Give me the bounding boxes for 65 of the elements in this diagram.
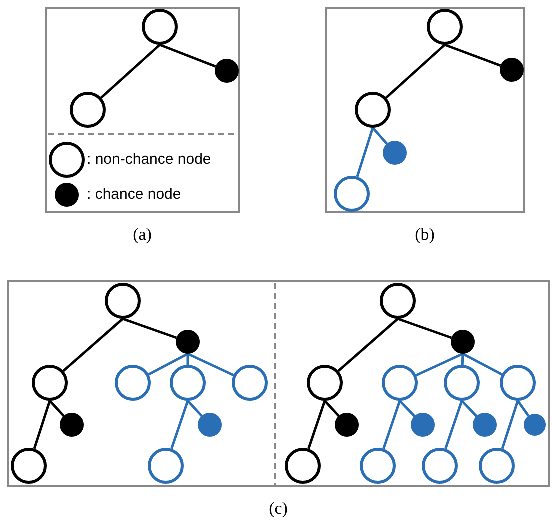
tree-edge bbox=[372, 127, 388, 145]
tree-edge bbox=[100, 44, 161, 99]
tree-edge bbox=[501, 400, 520, 450]
tree-node bbox=[500, 365, 536, 401]
legend-text: : non-chance node bbox=[87, 151, 212, 169]
tree-edge bbox=[386, 44, 446, 99]
tree-edge bbox=[416, 352, 464, 377]
tree-edge bbox=[356, 128, 374, 178]
tree-node bbox=[479, 448, 515, 484]
tree-node bbox=[355, 92, 391, 128]
tree-edge bbox=[444, 44, 502, 67]
tree-node bbox=[170, 365, 206, 401]
tree-edge bbox=[308, 400, 326, 450]
chance-node bbox=[524, 414, 546, 436]
chance-node bbox=[215, 59, 239, 83]
tree-edge bbox=[399, 400, 416, 418]
chance-node bbox=[176, 330, 200, 354]
tree-node bbox=[444, 365, 480, 401]
tree-edge bbox=[444, 400, 464, 450]
tree-edge bbox=[186, 354, 190, 365]
tree-edge bbox=[324, 400, 340, 417]
tree-edge bbox=[49, 400, 65, 417]
tree-node bbox=[115, 365, 151, 401]
chance-node bbox=[383, 141, 407, 165]
tree-node bbox=[382, 365, 418, 401]
tree-node bbox=[427, 9, 463, 45]
tree-edge bbox=[187, 400, 203, 417]
tree-edge bbox=[338, 318, 399, 372]
tree-edge bbox=[461, 354, 464, 366]
tree-node bbox=[334, 176, 370, 212]
tree-edge bbox=[170, 400, 190, 450]
tree-edge bbox=[398, 318, 452, 340]
chance-node bbox=[500, 58, 524, 82]
tree-edge bbox=[516, 400, 530, 417]
tree-node bbox=[232, 365, 268, 401]
tree-edge bbox=[382, 400, 402, 450]
tree-edge bbox=[33, 400, 52, 450]
tree-node bbox=[32, 365, 68, 401]
tree-node bbox=[148, 448, 184, 484]
tree-edge bbox=[62, 318, 124, 372]
tree-edge bbox=[462, 352, 503, 376]
tree-edge bbox=[187, 352, 234, 376]
tree-node bbox=[285, 448, 321, 484]
tree-node bbox=[380, 283, 416, 319]
chance-node bbox=[473, 413, 497, 437]
tree-edge bbox=[160, 44, 216, 68]
tree-edge bbox=[122, 318, 178, 340]
legend-text: : chance node bbox=[87, 186, 182, 204]
tree-node bbox=[11, 448, 47, 484]
tree-node bbox=[142, 9, 178, 45]
tree-node bbox=[422, 448, 458, 484]
tree-node bbox=[105, 283, 141, 319]
chance-node bbox=[411, 413, 435, 437]
panel-caption: (c) bbox=[269, 499, 288, 519]
chance-node bbox=[451, 330, 475, 354]
panel-caption: (a) bbox=[133, 225, 152, 245]
tree-edge bbox=[461, 400, 478, 418]
tree-node bbox=[360, 448, 396, 484]
tree-edge bbox=[148, 352, 189, 376]
chance-node bbox=[60, 413, 84, 437]
tree-node bbox=[307, 365, 343, 401]
chance-node bbox=[198, 413, 222, 437]
panel-caption: (b) bbox=[415, 225, 435, 245]
tree-node bbox=[70, 92, 106, 128]
chance-node bbox=[335, 413, 359, 437]
